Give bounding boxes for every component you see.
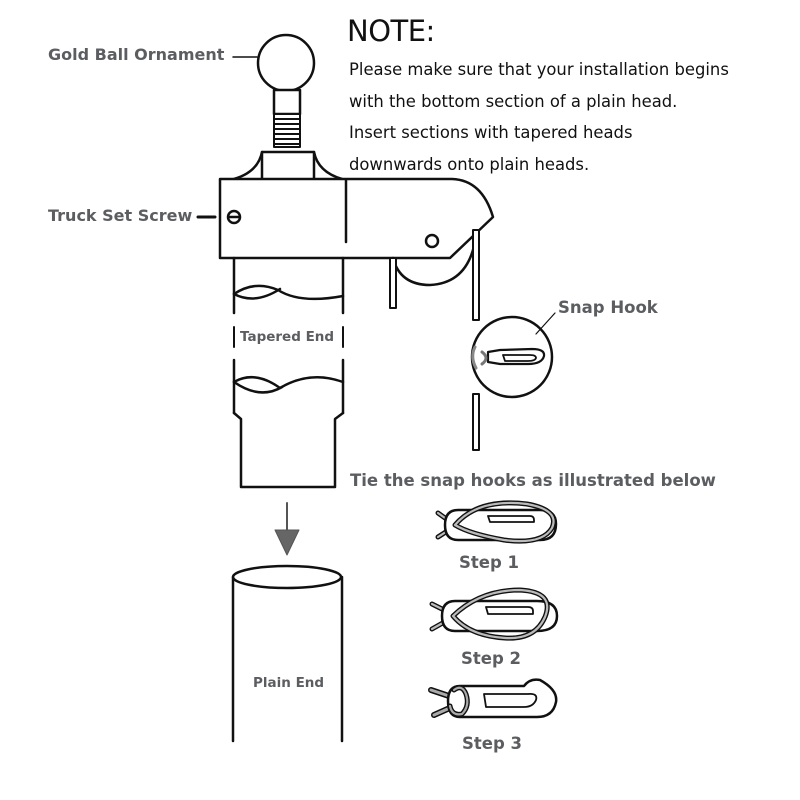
truck-set-screw-label: Truck Set Screw: [48, 206, 193, 225]
plain-end-section: [231, 564, 344, 743]
down-arrow-icon: [274, 502, 300, 556]
gold-ball-ornament: [232, 33, 316, 148]
set-screw-icon: [226, 209, 242, 225]
step-2-hook-illustration: [429, 587, 559, 641]
pulley-axle-icon: [424, 233, 440, 249]
gold-ball-label: Gold Ball Ornament: [48, 45, 225, 64]
note-line: Please make sure that your installation …: [349, 60, 729, 79]
note-line: Insert sections with tapered heads: [349, 123, 633, 142]
step-2-label: Step 2: [461, 649, 521, 668]
step-3-label: Step 3: [462, 734, 522, 753]
tapered-end-label: Tapered End: [240, 329, 335, 345]
note-line: downwards onto plain heads.: [349, 154, 590, 174]
truck-body: [196, 177, 495, 260]
note-title: NOTE:: [347, 14, 435, 48]
note-body: Please make sure that your installation …: [349, 54, 729, 180]
step-1-hook-illustration: [435, 500, 558, 544]
snap-hook-label: Snap Hook: [558, 298, 658, 317]
instructions-heading: Tie the snap hooks as illustrated below: [350, 471, 716, 490]
step-1-label: Step 1: [459, 553, 519, 572]
pulley-wheel: [391, 233, 478, 287]
truck-collar: [232, 150, 344, 181]
tapered-end-section: [232, 256, 345, 489]
plain-end-label: Plain End: [253, 675, 325, 691]
halyard-rope: [389, 229, 480, 451]
note-line: with the bottom section of a plain head.: [349, 91, 678, 111]
step-3-hook-illustration: [428, 678, 558, 719]
snap-hook-detail: [470, 312, 556, 399]
threaded-stud: [273, 113, 301, 148]
